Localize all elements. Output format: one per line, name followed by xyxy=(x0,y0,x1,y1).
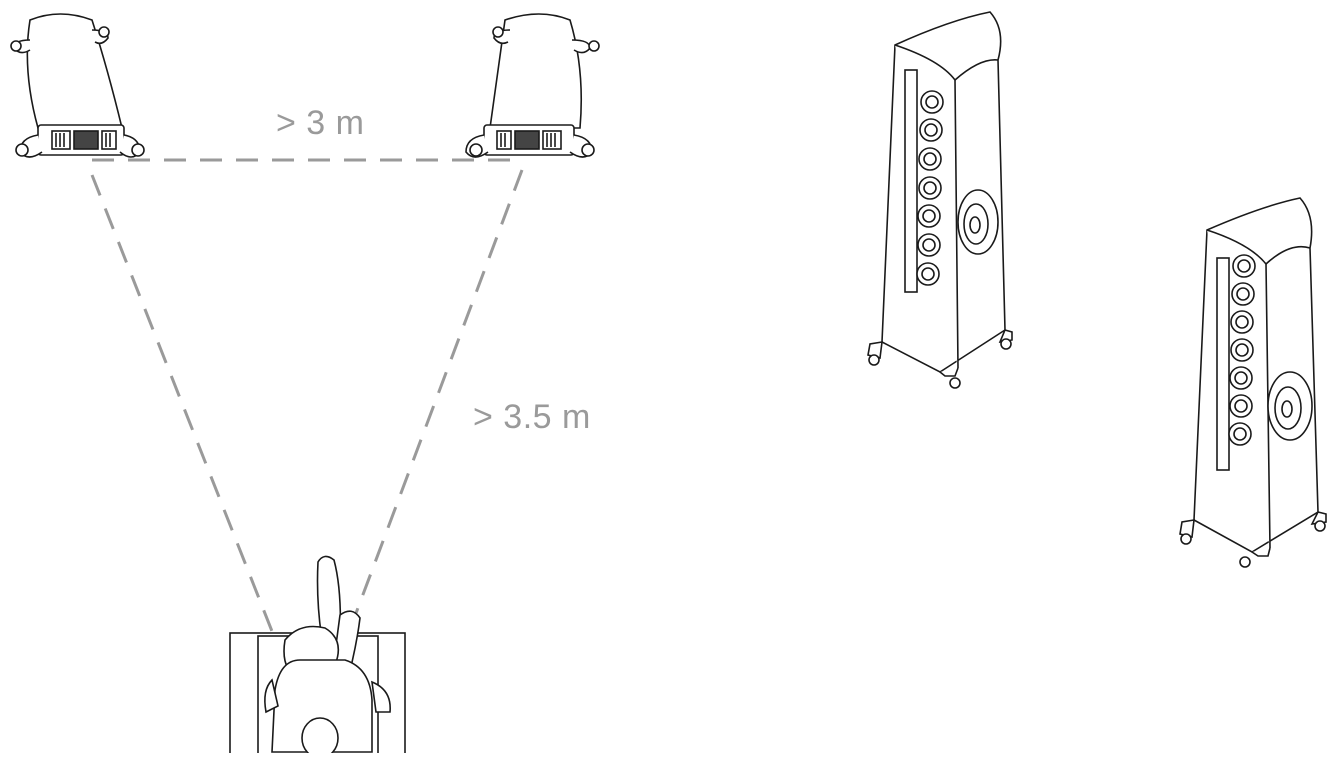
left-distance-line xyxy=(90,174,309,721)
speaker-spacing-label: > 3 m xyxy=(276,104,365,142)
floorstanding-speaker-front xyxy=(867,11,1013,389)
right-speaker-top-view xyxy=(465,13,600,158)
left-speaker-top-view xyxy=(10,13,145,158)
listener-figure xyxy=(229,555,406,758)
listening-distance-label: > 3.5 m xyxy=(473,398,591,436)
driver-array xyxy=(1228,254,1256,446)
floorstanding-speaker-rear xyxy=(1179,197,1327,568)
driver-array xyxy=(916,90,944,286)
